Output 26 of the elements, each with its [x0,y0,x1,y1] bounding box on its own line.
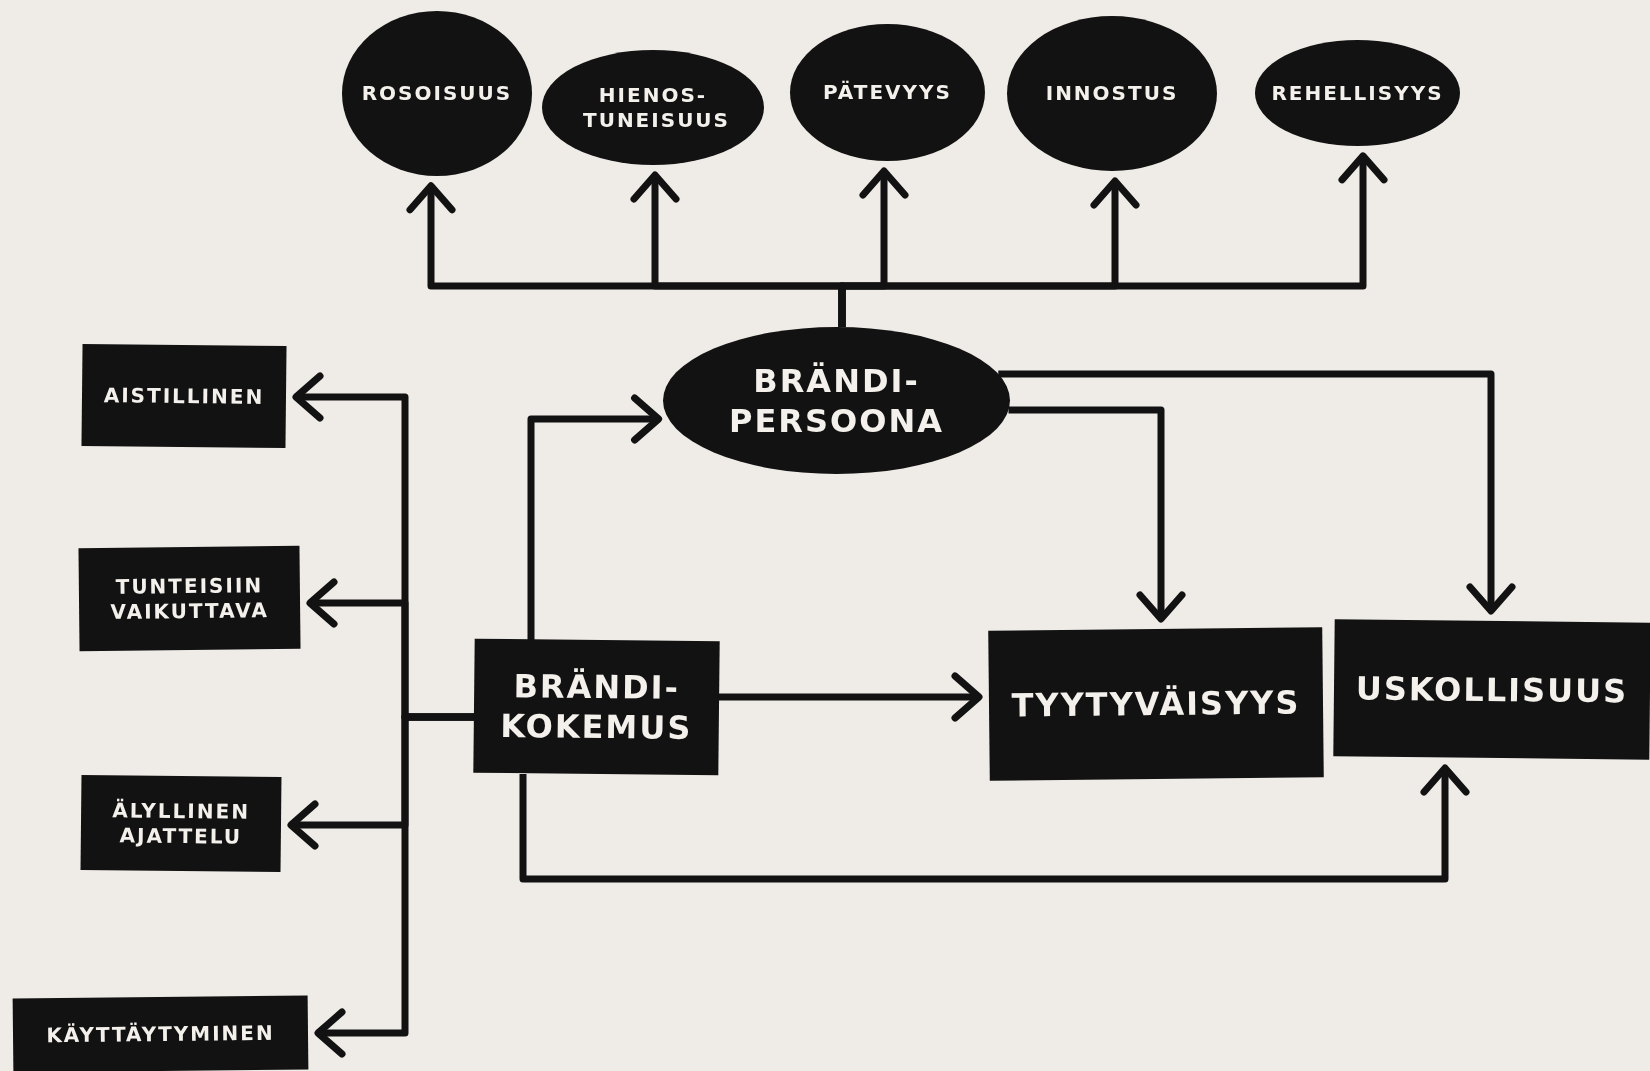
node-label: ROSOISUUS [361,81,513,106]
arrow [998,370,1516,615]
concept-box [80,774,282,873]
node-label: BRÄNDI- PERSOONA [728,360,945,441]
arrow [838,152,1388,327]
arrow [527,394,663,640]
node-label: AISTILLINEN [103,382,265,410]
concept-box [78,545,301,652]
node-label: ÄLYLLINEN AJATTELU [111,797,252,850]
node-label: BRÄNDI- KOKEMUS [499,666,694,749]
node-label: USKOLLISUUS [1355,668,1629,711]
concept-box [988,627,1324,781]
concept-box [1333,619,1650,760]
node-label: KÄYTTÄYTYMINEN [46,1020,275,1048]
node-label: TYYTYVÄISYYS [1011,682,1301,726]
concept-box [81,343,287,449]
node-label: REHELLISYYS [1271,80,1444,106]
concept-box [473,638,720,776]
arrow [314,713,474,1058]
node-label: TUNTEISIIN VAIKUTTAVA [109,572,270,625]
node-label: PÄTEVYYS [823,80,952,105]
arrow [1008,406,1186,623]
node-label: INNOSTUS [1045,81,1179,106]
concept-box [12,995,309,1071]
arrow [719,672,983,722]
arrow [519,764,1470,883]
